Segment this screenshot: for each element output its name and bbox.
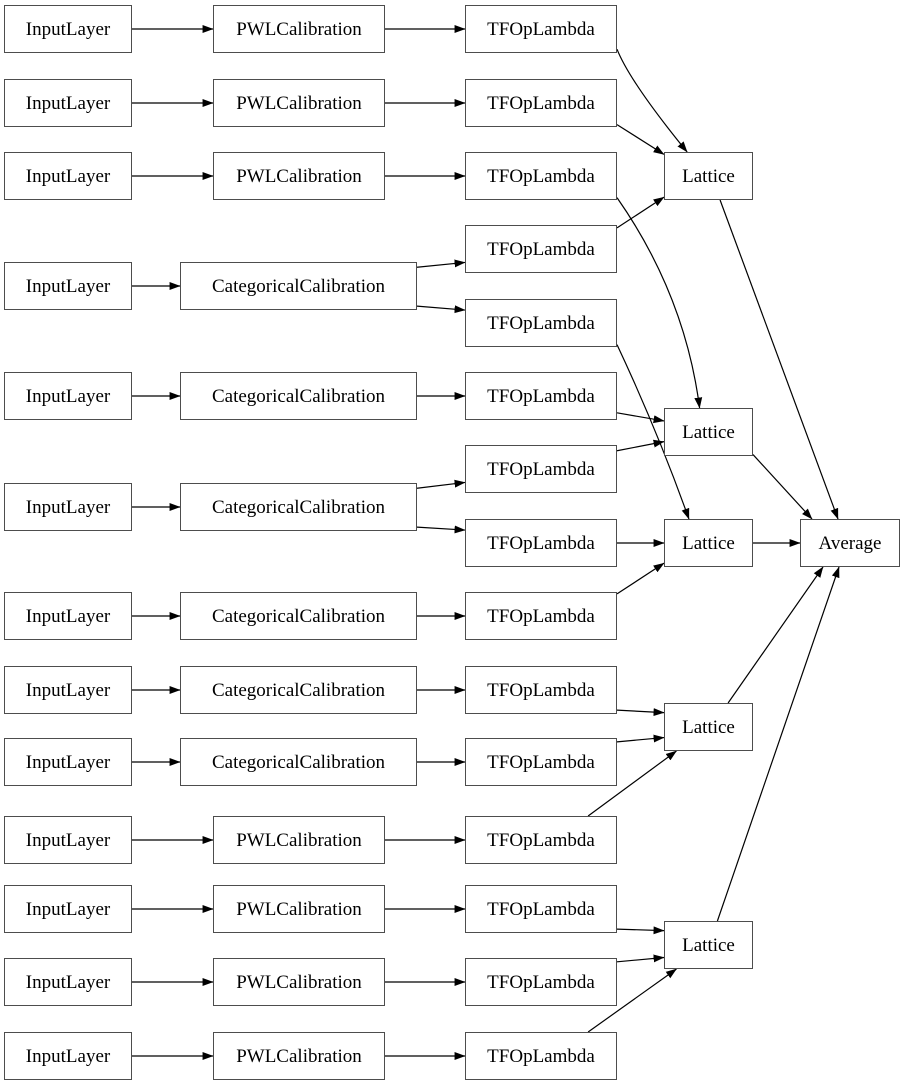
- edge-t11-to-lat5: [616, 926, 665, 935]
- node-cat7-calibration: CategoricalCalibration: [180, 592, 417, 640]
- edge-cat4-to-t4b: [416, 305, 466, 314]
- node-t8-lambda: TFOpLambda: [465, 666, 617, 714]
- edge-t1-to-lat1: [616, 48, 688, 153]
- node-in1-input: InputLayer: [4, 5, 132, 53]
- node-t4b-lambda: TFOpLambda: [465, 299, 617, 347]
- edge-t5-to-lat2: [616, 412, 665, 424]
- node-pwl3-calibration: PWLCalibration: [213, 152, 385, 200]
- edge-t4a-to-lat1: [616, 196, 665, 229]
- node-t6a-lambda: TFOpLambda: [465, 445, 617, 493]
- node-cat5-calibration: CategoricalCalibration: [180, 372, 417, 420]
- node-cat9-calibration: CategoricalCalibration: [180, 738, 417, 786]
- node-in8-input: InputLayer: [4, 666, 132, 714]
- node-in2-input: InputLayer: [4, 79, 132, 127]
- node-t13-lambda: TFOpLambda: [465, 1032, 617, 1080]
- node-t7-lambda: TFOpLambda: [465, 592, 617, 640]
- node-t5-lambda: TFOpLambda: [465, 372, 617, 420]
- node-pwl10-calibration: PWLCalibration: [213, 816, 385, 864]
- node-cat8-calibration: CategoricalCalibration: [180, 666, 417, 714]
- node-in7-input: InputLayer: [4, 592, 132, 640]
- node-pwl13-calibration: PWLCalibration: [213, 1032, 385, 1080]
- edge-cat6-to-t6b: [416, 525, 466, 534]
- edge-t7-to-lat3: [616, 562, 665, 595]
- node-t10-lambda: TFOpLambda: [465, 816, 617, 864]
- node-lat1-lattice: Lattice: [664, 152, 753, 200]
- edge-lat1-to-avg: [719, 199, 839, 520]
- node-lat2-lattice: Lattice: [664, 408, 753, 456]
- node-t3-lambda: TFOpLambda: [465, 152, 617, 200]
- node-t1-lambda: TFOpLambda: [465, 5, 617, 53]
- node-in12-input: InputLayer: [4, 958, 132, 1006]
- node-in9-input: InputLayer: [4, 738, 132, 786]
- node-pwl12-calibration: PWLCalibration: [213, 958, 385, 1006]
- edge-t10-to-lat4: [587, 750, 677, 817]
- edge-lat4-to-avg: [727, 566, 824, 704]
- node-in13-input: InputLayer: [4, 1032, 132, 1080]
- node-t2-lambda: TFOpLambda: [465, 79, 617, 127]
- node-t11-lambda: TFOpLambda: [465, 885, 617, 933]
- edge-cat6-to-t6a: [416, 479, 466, 489]
- node-cat6-calibration: CategoricalCalibration: [180, 483, 417, 531]
- node-cat4-calibration: CategoricalCalibration: [180, 262, 417, 310]
- node-t6b-lambda: TFOpLambda: [465, 519, 617, 567]
- edge-t2-to-lat1: [616, 124, 665, 155]
- node-t12-lambda: TFOpLambda: [465, 958, 617, 1006]
- edge-t13-to-lat5: [587, 968, 677, 1033]
- node-in3-input: InputLayer: [4, 152, 132, 200]
- edge-cat4-to-t4a: [416, 259, 466, 268]
- edge-t6a-to-lat2: [616, 439, 665, 452]
- node-in5-input: InputLayer: [4, 372, 132, 420]
- edge-t12-to-lat5: [616, 954, 665, 963]
- edge-lat2-to-avg: [752, 454, 813, 520]
- node-avg-average: Average: [800, 519, 900, 567]
- node-in6-input: InputLayer: [4, 483, 132, 531]
- node-lat5-lattice: Lattice: [664, 921, 753, 969]
- node-lat4-lattice: Lattice: [664, 703, 753, 751]
- edge-t8-to-lat4: [616, 708, 665, 717]
- node-pwl2-calibration: PWLCalibration: [213, 79, 385, 127]
- edge-t4b-to-lat3: [616, 344, 690, 520]
- node-in4-input: InputLayer: [4, 262, 132, 310]
- node-t9-lambda: TFOpLambda: [465, 738, 617, 786]
- edge-t9-to-lat4: [616, 734, 665, 743]
- node-lat3-lattice: Lattice: [664, 519, 753, 567]
- edge-lat5-to-avg: [716, 566, 840, 922]
- edge-t3-to-lat2: [616, 197, 703, 409]
- edge-group: [132, 25, 840, 1060]
- node-pwl11-calibration: PWLCalibration: [213, 885, 385, 933]
- node-in10-input: InputLayer: [4, 816, 132, 864]
- node-pwl1-calibration: PWLCalibration: [213, 5, 385, 53]
- node-in11-input: InputLayer: [4, 885, 132, 933]
- node-t4a-lambda: TFOpLambda: [465, 225, 617, 273]
